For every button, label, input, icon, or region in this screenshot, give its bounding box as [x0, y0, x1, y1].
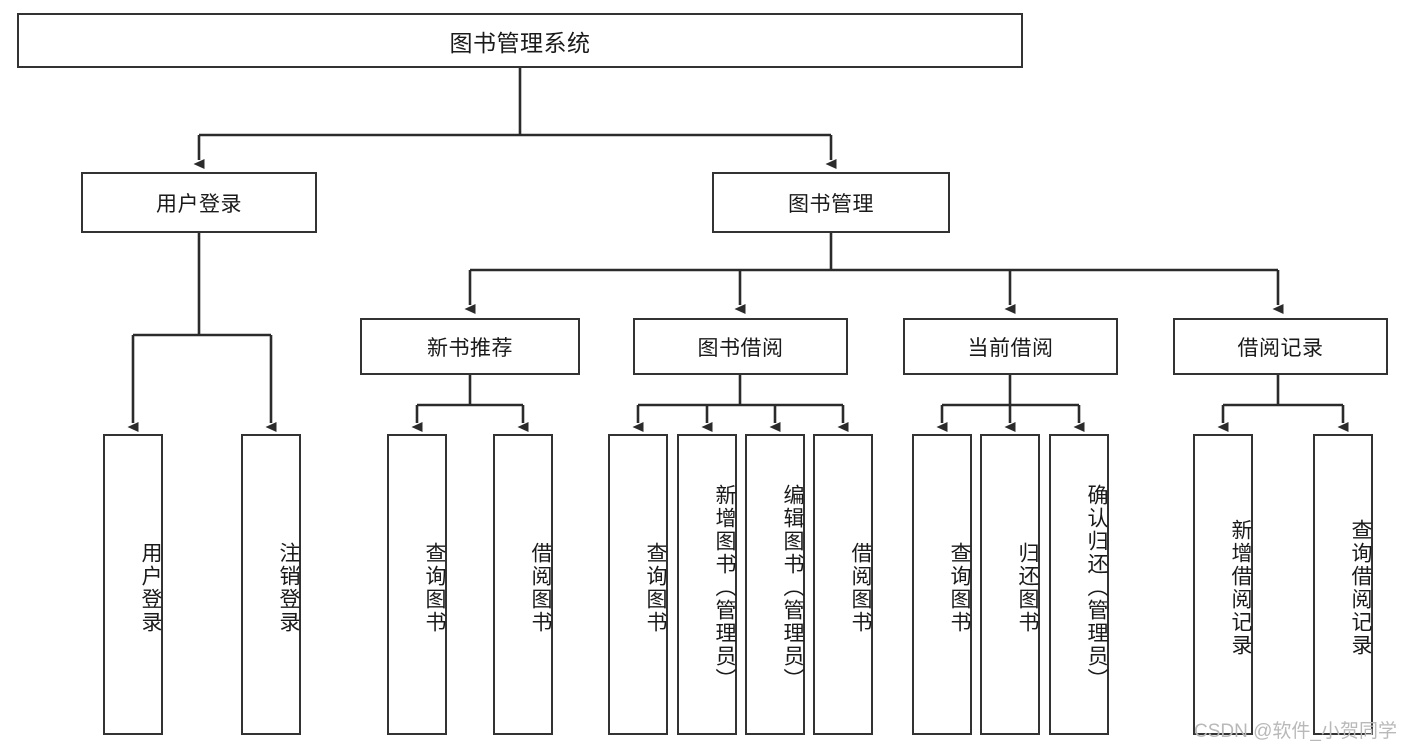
leaf-confirm-return[interactable]: 确认归还（管理员）: [1049, 434, 1109, 735]
leaf-borrow-book-2[interactable]: 借阅图书: [813, 434, 873, 735]
leaf-label: 归还图书: [1016, 541, 1039, 634]
node-new-book-recommend[interactable]: 新书推荐: [360, 318, 580, 375]
leaf-query-book-3[interactable]: 查询图书: [912, 434, 972, 735]
leaf-query-record[interactable]: 查询借阅记录: [1313, 434, 1373, 735]
node-user-login[interactable]: 用户登录: [81, 172, 317, 233]
leaf-label: 用户登录: [139, 541, 162, 634]
watermark: CSDN @软件_小贺同学: [1194, 721, 1397, 742]
leaf-label: 查询图书: [948, 541, 971, 634]
node-book-management[interactable]: 图书管理: [712, 172, 950, 233]
leaf-label: 查询图书: [644, 541, 667, 634]
leaf-label: 编辑图书（管理员）: [781, 484, 804, 691]
leaf-label: 查询图书: [423, 541, 446, 634]
leaf-borrow-book-1[interactable]: 借阅图书: [493, 434, 553, 735]
leaf-query-book-2[interactable]: 查询图书: [608, 434, 668, 735]
node-borrow-record[interactable]: 借阅记录: [1173, 318, 1388, 375]
node-book-borrow[interactable]: 图书借阅: [633, 318, 848, 375]
leaf-query-book-1[interactable]: 查询图书: [387, 434, 447, 735]
leaf-label: 查询借阅记录: [1349, 518, 1372, 657]
leaf-label: 新增图书（管理员）: [713, 484, 736, 691]
leaf-label: 借阅图书: [849, 541, 872, 634]
leaf-user-login[interactable]: 用户登录: [103, 434, 163, 735]
leaf-label: 注销登录: [277, 541, 300, 634]
leaf-add-book[interactable]: 新增图书（管理员）: [677, 434, 737, 735]
leaf-return-book[interactable]: 归还图书: [980, 434, 1040, 735]
leaf-edit-book[interactable]: 编辑图书（管理员）: [745, 434, 805, 735]
leaf-label: 确认归还（管理员）: [1085, 484, 1108, 691]
leaf-label: 借阅图书: [529, 541, 552, 634]
node-root[interactable]: 图书管理系统: [17, 13, 1023, 68]
leaf-add-record[interactable]: 新增借阅记录: [1193, 434, 1253, 735]
node-current-borrow[interactable]: 当前借阅: [903, 318, 1118, 375]
leaf-label: 新增借阅记录: [1229, 518, 1252, 657]
leaf-logout-login[interactable]: 注销登录: [241, 434, 301, 735]
